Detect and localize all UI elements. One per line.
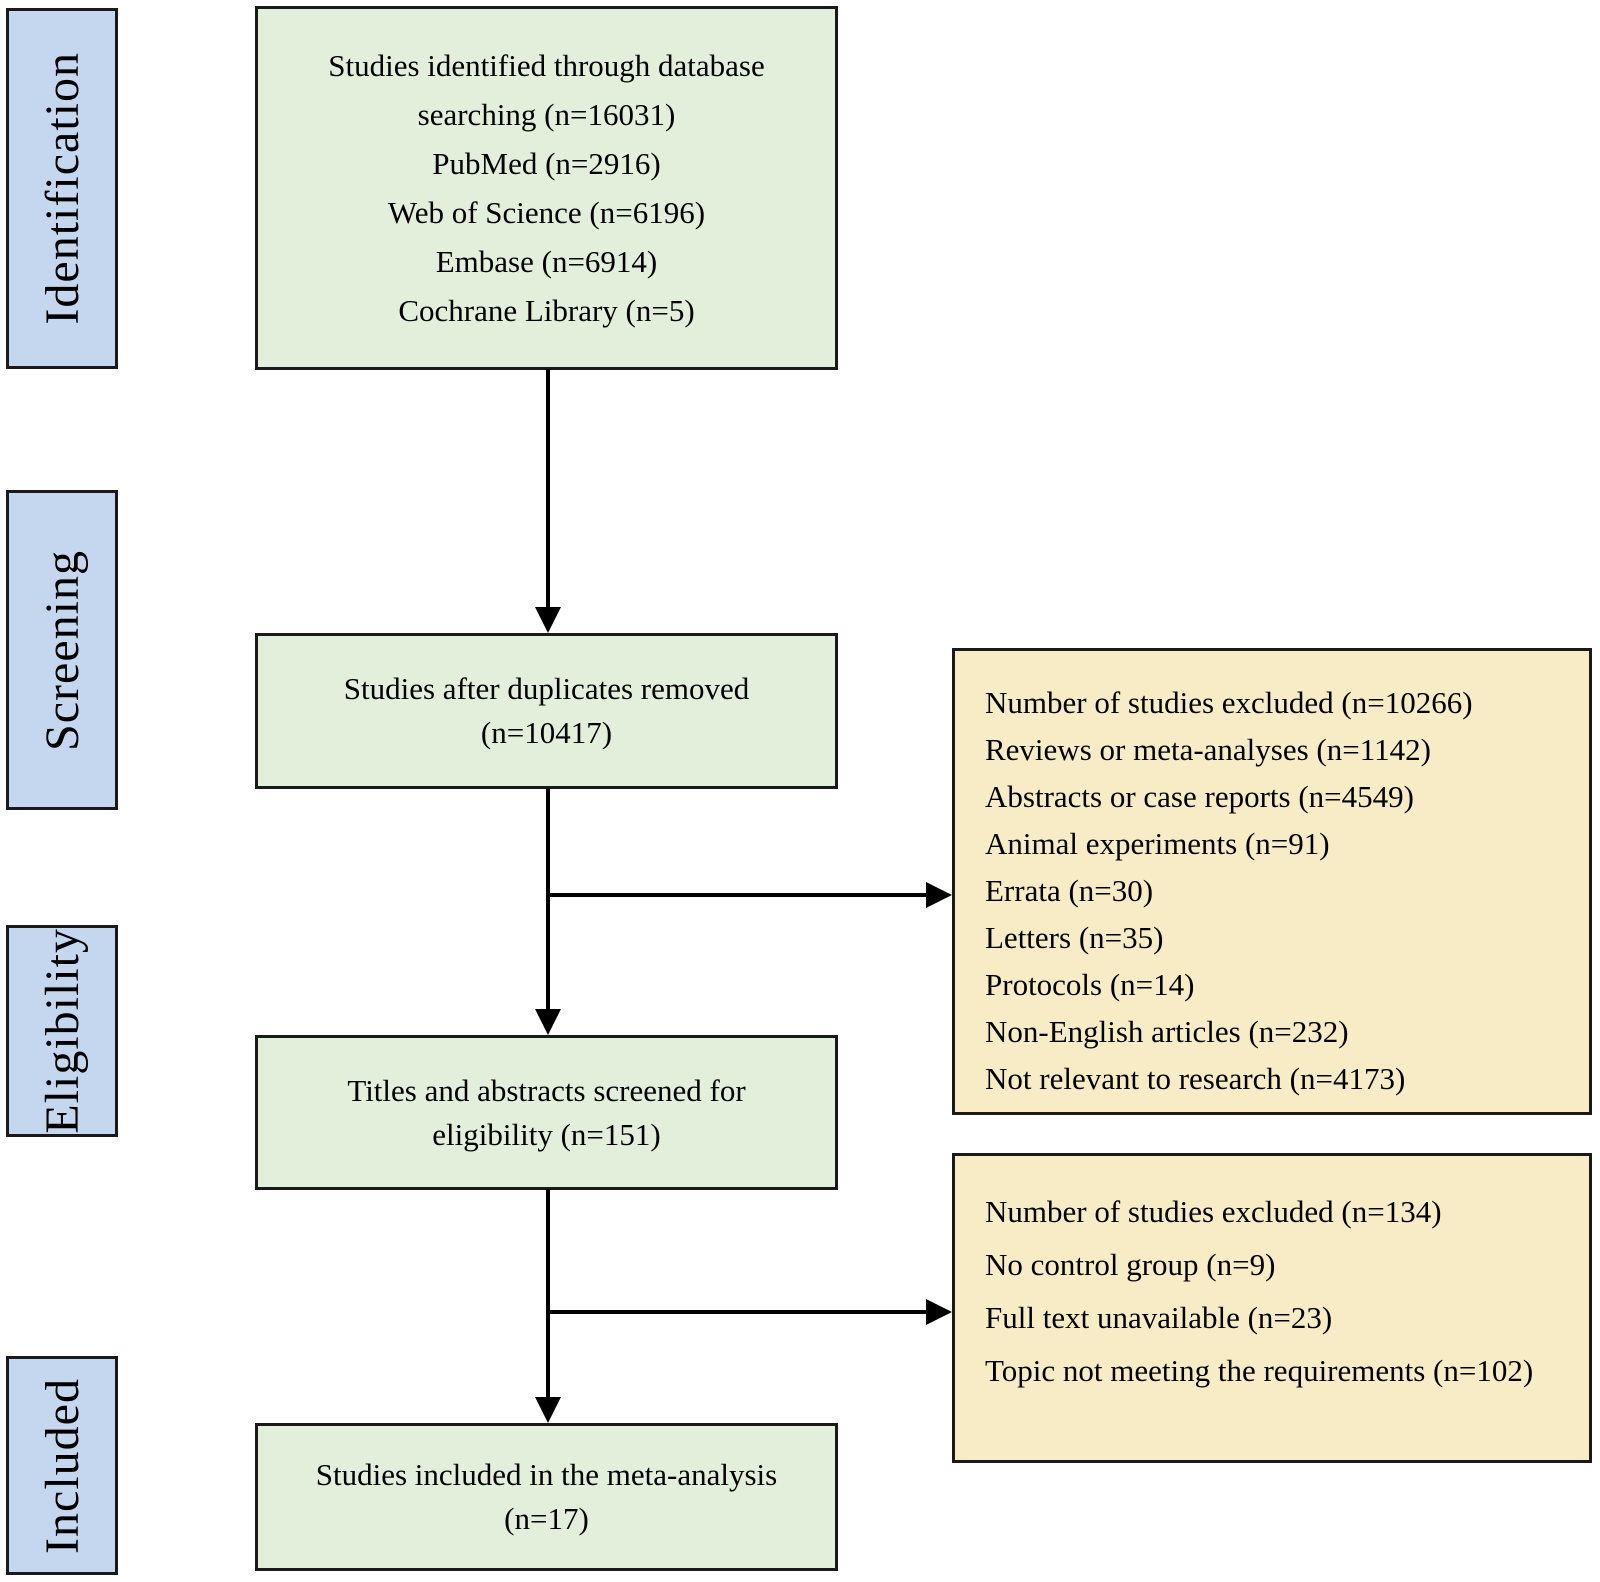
arrowhead-down-icon xyxy=(535,1397,561,1423)
stage-box-included: Included xyxy=(6,1356,118,1575)
flow-box-duplicates-removed: Studies after duplicates removed (n=1041… xyxy=(255,633,838,789)
exclusion-text-entry: No control group (n=9) xyxy=(985,1247,1276,1282)
exclusion-box-eligibility: Number of studies excluded (n=134) No co… xyxy=(952,1153,1592,1463)
stage-box-identification: Identification xyxy=(6,8,118,369)
stage-label-eligibility: Eligibility xyxy=(35,928,89,1134)
exclusion-text-line: Reviews or meta-analyses (n=1142) xyxy=(985,732,1431,767)
flow-box-text-line: (n=10417) xyxy=(480,715,613,750)
exclusion-text-line: Number of studies excluded (n=10266) xyxy=(985,685,1473,720)
exclusion-text-line: Abstracts or case reports (n=4549) xyxy=(985,779,1414,814)
exclusion-text-line: Animal experiments (n=91) xyxy=(985,826,1330,861)
arrowhead-right-icon xyxy=(926,1299,952,1325)
exclusion-text-line: Letters (n=35) xyxy=(985,920,1164,955)
exclusion-text-line: Protocols (n=14) xyxy=(985,967,1195,1002)
connector-to-exclusion-eligibility xyxy=(548,1310,928,1314)
exclusion-text-line: Non-English articles (n=232) xyxy=(985,1014,1349,1049)
stage-label-identification: Identification xyxy=(35,52,89,325)
arrowhead-down-icon xyxy=(535,607,561,633)
exclusion-box-screening: Number of studies excluded (n=10266) Rev… xyxy=(952,648,1592,1115)
flow-box-text-line: searching (n=16031) xyxy=(417,97,676,132)
flow-box-text-line: Cochrane Library (n=5) xyxy=(398,293,695,328)
arrowhead-down-icon xyxy=(535,1009,561,1035)
exclusion-text-line: Errata (n=30) xyxy=(985,873,1154,908)
stage-box-screening: Screening xyxy=(6,490,118,810)
flow-box-studies-identified: Studies identified through database sear… xyxy=(255,6,838,370)
flow-box-text-line: Studies after duplicates removed xyxy=(343,671,750,706)
flow-box-text-line: Web of Science (n=6196) xyxy=(387,195,706,230)
connector-to-exclusion-screening xyxy=(548,893,928,897)
flow-box-text-line: Studies identified through database xyxy=(328,48,765,83)
flow-box-text-line: PubMed (n=2916) xyxy=(432,146,661,181)
exclusion-text-line: Not relevant to research (n=4173) xyxy=(985,1061,1406,1096)
flow-box-text-line: Embase (n=6914) xyxy=(435,244,658,279)
flow-box-text-line: (n=17) xyxy=(504,1501,589,1536)
exclusion-text-entry: Topic not meeting the requirements (n=10… xyxy=(985,1353,1534,1388)
exclusion-text-entry: Full text unavailable (n=23) xyxy=(985,1300,1333,1335)
stage-label-screening: Screening xyxy=(35,549,89,751)
connector-duplicates-to-screened xyxy=(546,789,550,1009)
flow-box-text-line: eligibility (n=151) xyxy=(432,1116,661,1152)
flow-box-studies-included: Studies included in the meta-analysis (n… xyxy=(255,1423,838,1571)
flow-box-titles-abstracts-screened: Titles and abstracts screened for eligib… xyxy=(255,1035,838,1190)
flow-box-text-line: Titles and abstracts screened for xyxy=(347,1072,746,1108)
stage-box-eligibility: Eligibility xyxy=(6,925,118,1137)
connector-screened-to-included xyxy=(546,1189,550,1397)
exclusion-text-entry: Number of studies excluded (n=134) xyxy=(985,1194,1442,1229)
connector-identified-to-duplicates xyxy=(546,369,550,607)
flow-box-text-line: Studies included in the meta-analysis xyxy=(315,1457,778,1492)
stage-label-included: Included xyxy=(35,1377,89,1554)
arrowhead-right-icon xyxy=(926,882,952,908)
